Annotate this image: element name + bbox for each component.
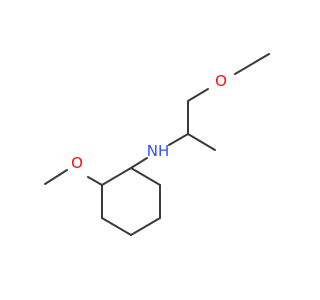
bond-nitrogen-to-ring bbox=[130, 157, 148, 169]
bond-lower-oxygen-to-methyl bbox=[44, 169, 68, 185]
ring-bond-3 bbox=[130, 217, 161, 236]
amine-nitrogen-label: NH bbox=[147, 142, 170, 160]
bond-ch-to-nitrogen bbox=[168, 133, 189, 146]
oxygen-atom-label: O bbox=[71, 154, 83, 172]
bond-methyl-to-top-oxygen bbox=[234, 53, 270, 75]
bond-top-oxygen-to-ch2 bbox=[187, 88, 209, 102]
bond-ring-to-lower-oxygen bbox=[87, 176, 103, 186]
bond-ch-to-methyl bbox=[187, 133, 216, 151]
ring-bond-6 bbox=[101, 167, 132, 186]
ring-bond-1 bbox=[130, 167, 161, 186]
ring-bond-4 bbox=[101, 217, 132, 236]
skeletal-structure-diagram: O NH O bbox=[44, 53, 270, 236]
oxygen-atom-label: O bbox=[215, 72, 227, 90]
